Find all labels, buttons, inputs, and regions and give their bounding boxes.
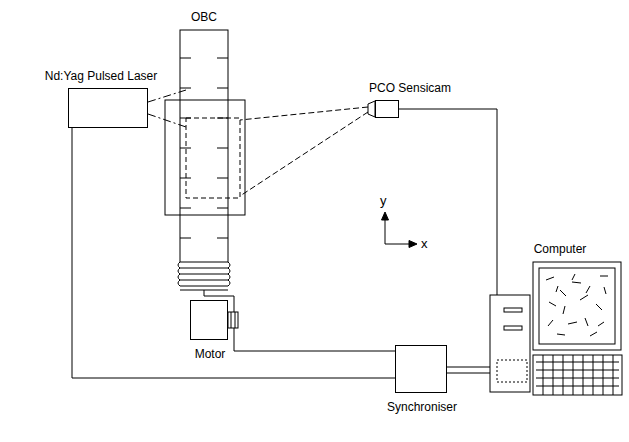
signal-line — [399, 109, 497, 295]
viewing-box — [165, 100, 245, 215]
laser-beam — [148, 90, 186, 127]
axis-label: y — [380, 194, 387, 208]
signal-line — [234, 328, 395, 351]
baffles — [180, 58, 228, 238]
camera-lens — [368, 101, 375, 117]
column-tube — [180, 30, 228, 262]
computer-drawing — [490, 262, 622, 395]
laser-box: Nd:Yag Pulsed Laser — [68, 88, 148, 128]
axes — [382, 212, 418, 248]
signal-line — [447, 367, 490, 373]
motor-coupling — [228, 312, 238, 328]
camera-view — [240, 107, 368, 196]
axis-label: x — [421, 237, 428, 251]
synchroniser-box: Synchroniser — [395, 345, 447, 393]
node-label: Synchroniser — [387, 400, 457, 414]
motor-box: Motor — [190, 300, 228, 340]
bellows — [178, 262, 230, 290]
signal-line — [72, 128, 395, 378]
node-label: Motor — [195, 347, 226, 361]
node-label: Nd:Yag Pulsed Laser — [45, 69, 158, 83]
node-label: Computer — [534, 242, 587, 256]
field-of-view — [186, 118, 240, 198]
node-label: OBC — [191, 10, 217, 24]
camera-box: PCO Sensicam — [375, 100, 399, 118]
node-label: PCO Sensicam — [369, 81, 451, 95]
computer-node: Computer — [490, 262, 622, 398]
column-node: OBC — [180, 30, 228, 290]
